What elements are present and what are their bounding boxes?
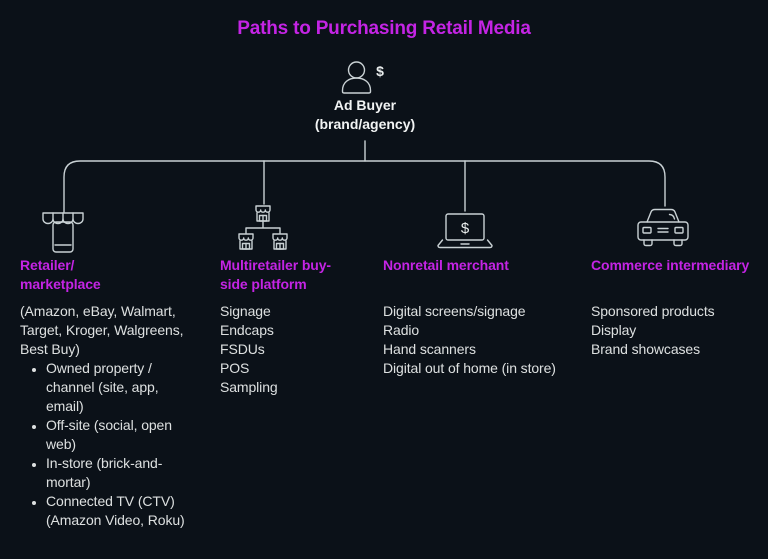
root-subtitle: (brand/agency) [314,116,416,132]
list-item: FSDUs [220,341,265,357]
column-heading: Commerce intermediary [591,256,763,296]
list-item: POS [220,360,250,376]
list-item: Off-site (social, open web) [46,416,192,454]
heading-line: Commerce intermediary [591,257,750,273]
list-item: Endcaps [220,322,274,338]
heading-line: marketplace [20,276,101,292]
column-heading: Retailer/ marketplace [20,256,192,296]
list-item: Sponsored products [591,303,715,319]
root-node-label: Ad Buyer (brand/agency) [265,96,465,134]
root-name: Ad Buyer [333,97,397,113]
multi-storefront-network-icon [238,205,288,250]
retailer-channel-list: Owned property / channel (site, app, ema… [20,359,192,530]
branch-rail-line [63,160,666,213]
column-commerce-intermediary: Commerce intermediary Sponsored products… [591,256,763,359]
column-nonretail-merchant: Nonretail merchant Digital screens/signa… [383,256,578,378]
column-multiretailer-platform: Multiretailer buy- side platform Signage… [220,256,380,397]
column-heading: Nonretail merchant [383,256,578,296]
heading-line: Multiretailer buy- [220,257,331,273]
list-item: Owned property / channel (site, app, ema… [46,359,192,416]
heading-line: side platform [220,276,307,292]
laptop-dollar-icon: $ [437,213,493,249]
list-item: Digital screens/signage [383,303,526,319]
list-item: Hand scanners [383,341,476,357]
storefront-mobile-icon [42,212,84,253]
car-icon [637,208,689,247]
list-item: In-store (brick-and-mortar) [46,454,192,492]
list-item: Sampling [220,379,278,395]
column-heading: Multiretailer buy- side platform [220,256,380,296]
heading-line: Retailer/ [20,257,75,273]
list-item: Signage [220,303,271,319]
person-dollar-icon: $ [341,61,384,94]
page-title: Paths to Purchasing Retail Media [237,18,531,39]
list-item: Radio [383,322,420,338]
list-item: Digital out of home (in store) [383,360,556,376]
laptop-dollar-glyph: $ [461,220,470,237]
heading-line: Nonretail merchant [383,257,509,273]
list-item: Brand showcases [591,341,701,357]
list-item: Display [591,322,637,338]
retailer-examples: (Amazon, eBay, Walmart, Target, Kroger, … [20,303,184,357]
column-retailer-marketplace: Retailer/ marketplace (Amazon, eBay, Wal… [20,256,192,530]
list-item: Connected TV (CTV) (Amazon Video, Roku) [46,492,192,530]
person-dollar-glyph: $ [376,63,384,79]
